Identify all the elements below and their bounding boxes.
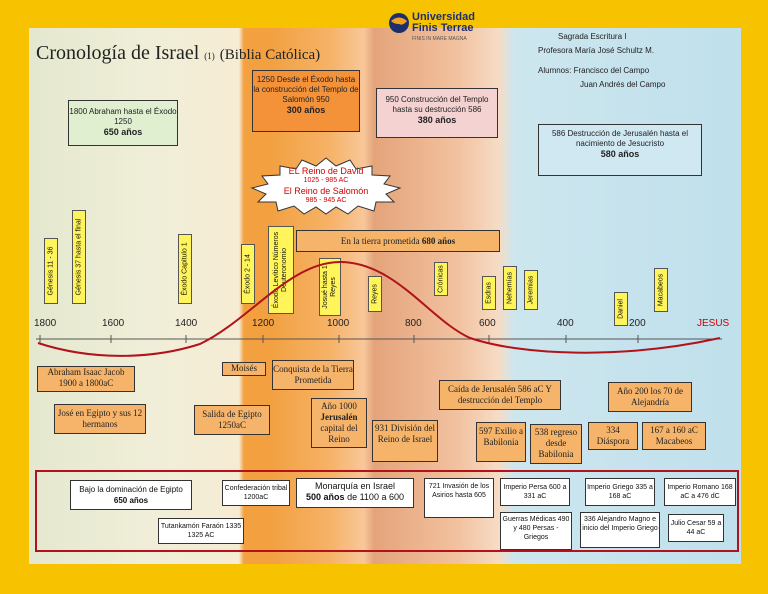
empire-griego: Imperio Griego 335 a 168 aC <box>585 478 655 506</box>
event-macabeos: 167 a 160 aC Macabeos <box>642 422 706 450</box>
students-2: Juan Andrés del Campo <box>580 80 666 89</box>
title-sub: (Biblia Católica) <box>219 47 321 63</box>
course-name: Sagrada Escritura I <box>558 32 627 41</box>
book-label-macabeos: Macabeos <box>654 268 668 312</box>
event-exilio: 597 Exilio a Babilonia <box>476 422 526 462</box>
axis-tick-200: 200 <box>629 318 646 329</box>
book-label-pentateuco: Éxodo Levítico Números Deuteronomio <box>268 226 294 314</box>
event-diaspora: 334 Diáspora <box>588 422 638 450</box>
book-label-esdras: Esdras <box>482 276 496 310</box>
empire-julio-cesar: Julio Cesar 59 a 44 aC <box>668 514 724 542</box>
empire-tutankamon: Tutankamón Faraón 1335 1325 AC <box>158 518 244 544</box>
university-tagline: FINIS IN MARE MAGNA <box>412 36 467 42</box>
period-box-3: 950 Construcción del Templo hasta su des… <box>376 88 498 138</box>
period-box-4: 586 Destrucción de Jerusalén hasta el na… <box>538 124 702 176</box>
globe-logo-icon <box>389 13 409 33</box>
event-jose: José en Egipto y sus 12 hermanos <box>54 404 146 434</box>
empire-romano: Imperio Romano 168 aC a 476 dC <box>664 478 736 506</box>
event-caida-jerusalen: Caída de Jerusalén 586 aC Y destrucción … <box>439 380 561 410</box>
empire-monarquia: Monarquía en Israel 500 años de 1100 a 6… <box>296 478 414 508</box>
book-label-reyes: Reyes <box>368 276 382 312</box>
book-label-daniel: Daniel <box>614 292 628 326</box>
title-main: Cronología de Israel <box>36 42 200 64</box>
axis-tick-1400: 1400 <box>175 318 198 329</box>
students-1: Alumnos: Francisco del Campo <box>538 66 650 75</box>
axis-tick-1600: 1600 <box>102 318 125 329</box>
empires-frame <box>35 470 739 552</box>
axis-end-jesus: JESUS <box>697 318 730 329</box>
book-label-genesis-37: Génesis 37 hasta el final <box>72 210 86 304</box>
empire-guerras-medicas: Guerras Médicas 490 y 480 Persas - Grieg… <box>500 512 572 550</box>
book-label-genesis-11-36: Génesis 11 - 36 <box>44 238 58 304</box>
axis-tick-1000: 1000 <box>327 318 350 329</box>
axis-tick-400: 400 <box>557 318 574 329</box>
empire-asirios: 721 Invasión de los Asirios hasta 605 <box>424 478 494 518</box>
event-division-reino: 931 División del Reino de Israel <box>372 420 438 462</box>
book-label-cronicas: Crónicas <box>434 262 448 296</box>
promised-land-bar: En la tierra prometida 680 años <box>296 230 500 252</box>
axis-tick-600: 600 <box>479 318 496 329</box>
title-note: (1) <box>204 51 215 61</box>
axis-tick-800: 800 <box>405 318 422 329</box>
event-regreso: 538 regreso desde Babilonia <box>530 424 582 464</box>
axis-tick-1800: 1800 <box>34 318 57 329</box>
book-label-exodo-2-14: Éxodo 2 - 14 <box>241 244 255 304</box>
page-title: Cronología de Israel (1) (Biblia Católic… <box>36 42 320 65</box>
event-conquista: Conquista de la Tierra Prometida <box>272 360 354 390</box>
event-moises: Moisés <box>222 362 266 376</box>
book-label-josue: Josué hasta 1 Reyes <box>319 258 341 316</box>
book-label-jeremias: Jeremías <box>524 270 538 310</box>
event-abraham: Abraham Isaac Jacob 1900 a 1800aC <box>37 366 135 392</box>
empire-confederacion: Confederación tribal 1200aC <box>222 480 290 506</box>
event-salida-egipto: Salida de Egipto 1250aC <box>194 405 270 435</box>
professor: Profesora María José Schultz M. <box>538 46 655 55</box>
empire-persa: Imperio Persa 600 a 331 aC <box>500 478 570 506</box>
axis-tick-1200: 1200 <box>252 318 275 329</box>
event-septuaginta: Año 200 los 70 de Alejandría <box>608 382 692 412</box>
book-label-exodo-1: Éxodo Capitulo 1 <box>178 234 192 304</box>
period-box-2: 1250 Desde el Éxodo hasta la construcció… <box>252 70 360 132</box>
kingdom-starburst <box>250 157 402 215</box>
book-label-nehemias: Nehemías <box>503 266 517 310</box>
kingdom-text: EL Reino de David 1025 - 985 AC El Reino… <box>283 166 369 204</box>
empire-alejandro: 336 Alejandro Magno e inicio del Imperio… <box>580 512 660 548</box>
